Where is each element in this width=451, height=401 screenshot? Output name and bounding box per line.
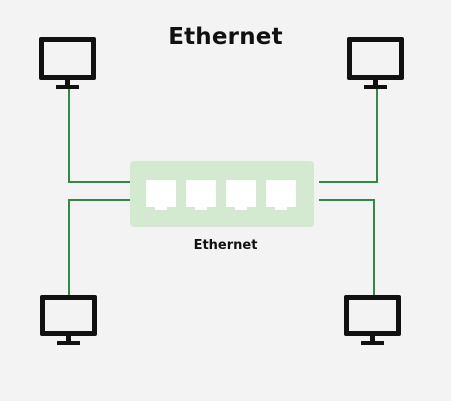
diagram-title: Ethernet [168,24,283,50]
monitor-icon [344,295,401,345]
cables [68,89,378,296]
monitor-icon [39,37,96,89]
ethernet-port-icon [226,180,256,210]
cable-bottom-left [68,199,130,296]
ethernet-switch [130,161,314,227]
switch-body [130,161,314,227]
monitor-icon [40,295,97,345]
monitor-icon [347,37,404,89]
cable-top-right [319,89,378,183]
ethernet-port-icon [266,180,296,210]
cable-bottom-right [319,199,375,296]
switch-label: Ethernet [193,238,258,253]
ethernet-port-icon [146,180,176,210]
ethernet-port-icon [186,180,216,210]
cable-top-left [68,89,130,183]
